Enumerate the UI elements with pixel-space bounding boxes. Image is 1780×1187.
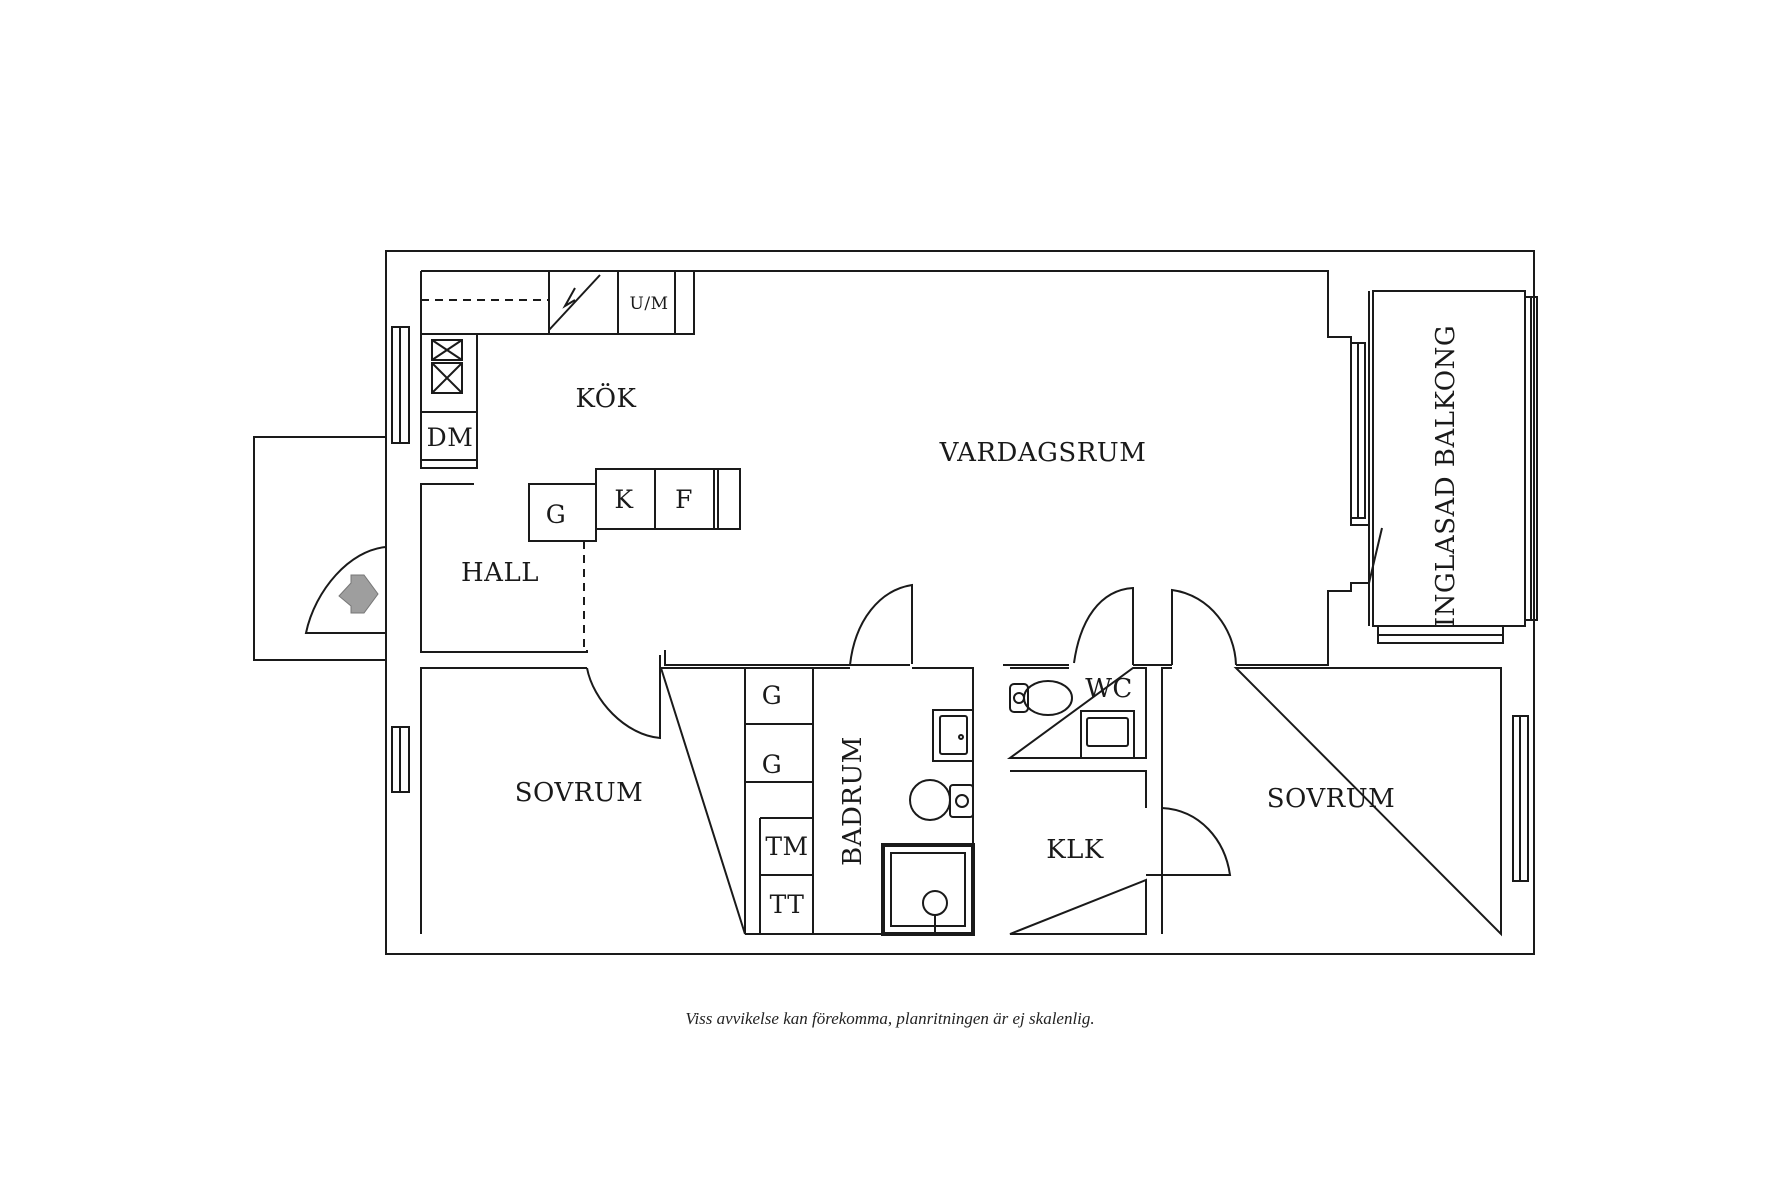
wc-toilet [1023, 680, 1073, 716]
upper-cabinet-zigzag [562, 287, 576, 309]
freezer [654, 468, 715, 530]
stove-mark [431, 339, 463, 361]
upper-cabinet-diagonal [548, 274, 601, 331]
wc-sink-basin [1086, 717, 1129, 747]
oven-mark [431, 362, 463, 394]
closet-door [1146, 807, 1232, 876]
disclaimer-footnote: Viss avvikelse kan förekomma, planritnin… [685, 1009, 1095, 1028]
room-label-bedroom-left: SOVRUM [515, 778, 644, 808]
wc-toilet-tank [1009, 683, 1029, 713]
entrance-landing [253, 436, 386, 661]
bedroom-right-walls [1161, 667, 1502, 937]
room-label-hall: HALL [461, 558, 539, 588]
oven [431, 362, 463, 394]
window-bedroom-left [391, 726, 410, 793]
window-living [1350, 342, 1366, 519]
fixture-label-wardrobe-2: G [762, 750, 782, 779]
bathroom-door [849, 583, 913, 666]
bedroom-left-door [586, 655, 661, 740]
room-label-bedroom-right: SOVRUM [1267, 784, 1396, 814]
room-label-kitchen: KÖK [576, 382, 637, 414]
room-label-closet: KLK [1046, 835, 1104, 865]
fixture-label-fridge: K [614, 485, 634, 514]
bedroom-right-door [1171, 588, 1237, 666]
wc-walls [1006, 667, 1147, 759]
bedroom-left-walls [420, 667, 746, 935]
wc-sink [1080, 710, 1135, 759]
bathroom-sink-basin [939, 715, 968, 755]
window-kitchen [391, 326, 410, 444]
shower-tray [890, 852, 966, 927]
room-label-wc: WC [1085, 674, 1133, 704]
wc-flush [1013, 692, 1025, 704]
room-label-living: VARDAGSRUM [939, 438, 1147, 468]
fixture-label-washer: TM [765, 832, 808, 861]
room-label-balcony: INGLASAD BALKONG [1431, 325, 1461, 627]
fixture-label-freezer: F [675, 485, 693, 514]
balcony-floor [1372, 290, 1526, 627]
entrance-arrow-icon [338, 574, 379, 614]
fixture-label-hall-wardrobe: G [546, 500, 566, 529]
stove [431, 339, 463, 361]
balcony-bottom-glass [1377, 626, 1504, 644]
kitchen-cabinet-end [714, 468, 741, 530]
shower-drain [922, 890, 948, 916]
fixture-label-dryer: TT [770, 890, 805, 919]
bathroom-toilet [909, 779, 951, 821]
wc-door [1073, 586, 1134, 665]
fixture-label-wardrobe-1: G [762, 681, 782, 710]
fixture-label-microwave: U/M [630, 294, 669, 314]
bathroom-sink [932, 709, 974, 762]
wardrobe-column [745, 667, 814, 935]
outer-wall [385, 250, 1535, 955]
bathroom-tap [958, 734, 964, 740]
balcony-right-glass [1525, 296, 1538, 621]
fixture-label-dishwasher: DM [427, 423, 474, 452]
entry-door-swing [304, 546, 387, 634]
closet-walls [1009, 770, 1147, 935]
kitchen-left-counter [420, 334, 478, 469]
toilet-flush [955, 794, 969, 808]
room-label-bathroom: BADRUM [838, 736, 868, 866]
living-kitchen-hall-boundary [420, 270, 1370, 666]
kitchen-upper-counter [421, 271, 695, 335]
balcony-door [1368, 527, 1383, 584]
bathroom-toilet-tank [949, 784, 974, 818]
window-bedroom-right [1512, 715, 1529, 882]
shower [881, 843, 975, 936]
